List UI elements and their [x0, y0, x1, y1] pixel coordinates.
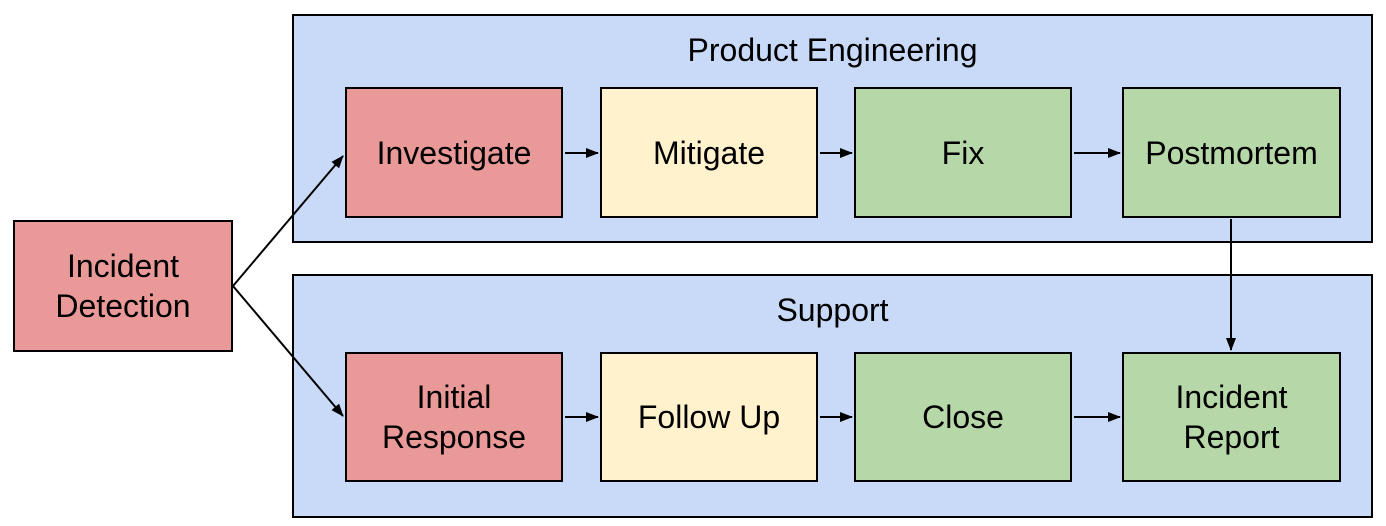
lane-product-engineering-title: Product Engineering: [687, 32, 978, 68]
node-fix-label: Fix: [941, 134, 985, 171]
node-mitigate-label: Mitigate: [652, 134, 766, 171]
node-close: Close: [854, 352, 1072, 482]
node-incident-report: Incident Report: [1122, 352, 1341, 482]
lane-support-title: Support: [776, 292, 889, 328]
node-follow-up-label: Follow Up: [637, 399, 781, 435]
node-investigate: Investigate: [345, 87, 563, 218]
node-investigate-label: Investigate: [376, 134, 532, 171]
node-close-label: Close: [922, 399, 1004, 435]
node-initial-response: Initial Response: [345, 352, 563, 482]
node-mitigate: Mitigate: [600, 87, 818, 218]
node-incident-detection: Incident Detection: [13, 220, 233, 352]
lane-support: Support Initial Response Follow Up Close…: [292, 274, 1373, 518]
node-follow-up: Follow Up: [600, 352, 818, 482]
node-incident-detection-label: Incident Detection: [55, 248, 191, 324]
node-incident-report-label: Incident Report: [1175, 379, 1288, 455]
node-fix: Fix: [854, 87, 1072, 218]
node-postmortem: Postmortem: [1122, 87, 1341, 218]
node-postmortem-label: Postmortem: [1145, 134, 1318, 171]
lane-product-engineering: Product Engineering Investigate Mitigate…: [292, 14, 1373, 243]
node-initial-response-label: Initial Response: [381, 379, 527, 455]
